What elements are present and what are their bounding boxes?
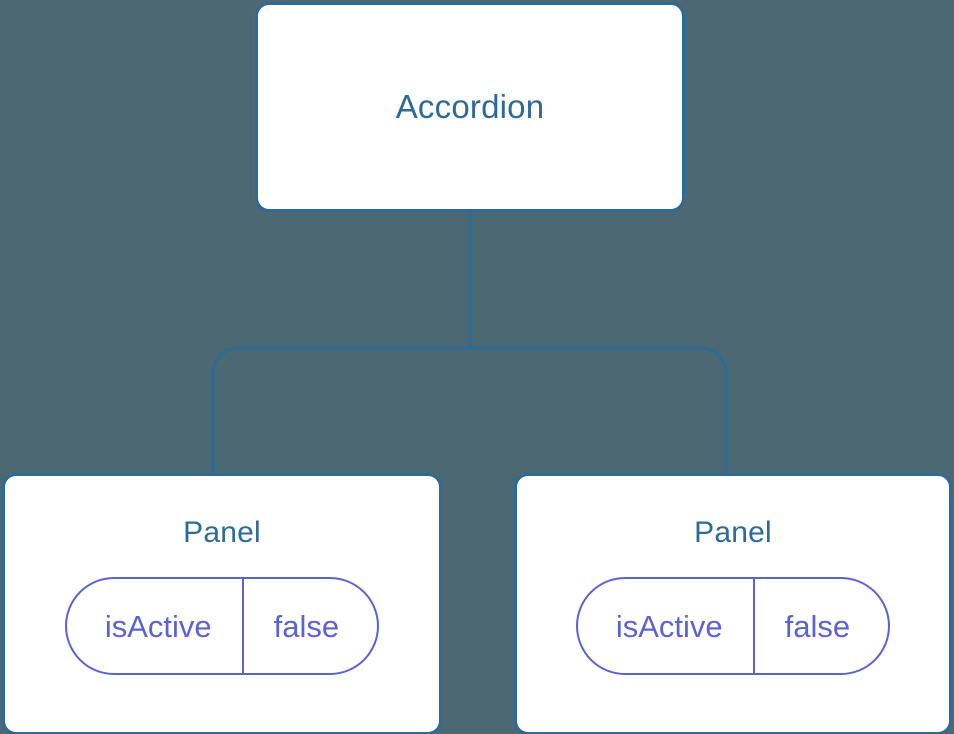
node-accordion[interactable]: Accordion (255, 2, 685, 212)
node-panel-1[interactable]: Panel isActive false (2, 473, 442, 734)
edge-branch-left (211, 346, 470, 476)
state-pill-panel-1[interactable]: isActive false (64, 577, 380, 675)
node-panel-2[interactable]: Panel isActive false (514, 473, 952, 734)
state-pill-panel-2-value: false (752, 579, 888, 673)
state-pill-panel-2[interactable]: isActive false (575, 577, 891, 675)
node-panel-2-label: Panel (694, 516, 772, 549)
state-pill-panel-1-value: false (241, 579, 377, 673)
state-pill-panel-2-key: isActive (615, 608, 723, 644)
node-accordion-label: Accordion (395, 87, 545, 125)
edge-branch-right (470, 346, 728, 476)
node-panel-1-label: Panel (183, 516, 261, 549)
state-pill-panel-1-key: isActive (104, 608, 212, 644)
